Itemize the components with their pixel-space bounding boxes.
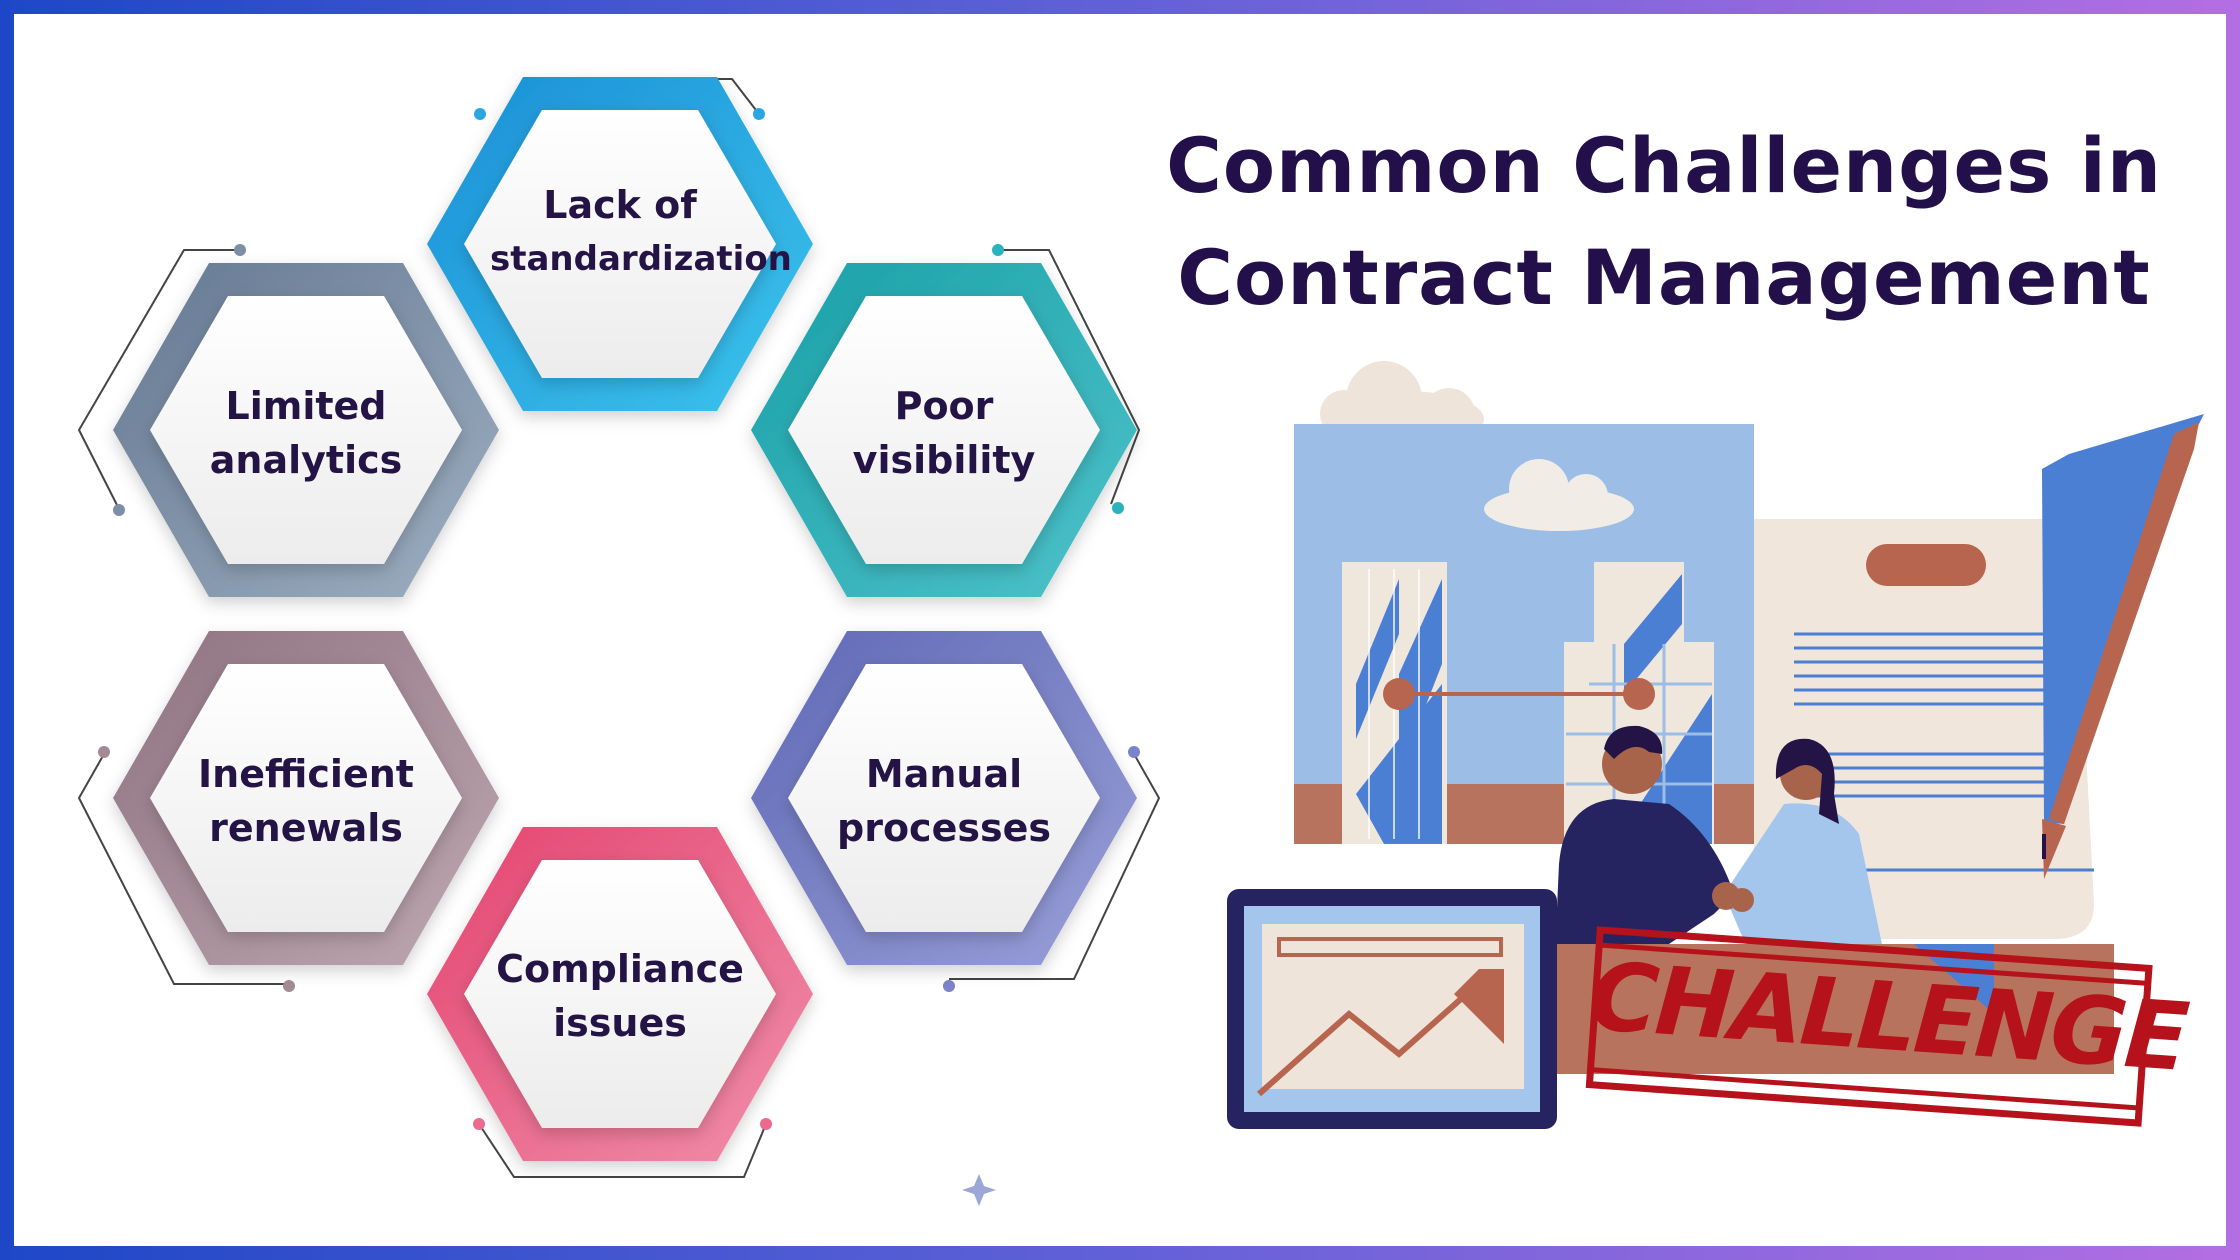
label-line: issues xyxy=(553,1001,687,1045)
label-line: Limited xyxy=(225,384,387,428)
hexagon-label-bottom: Compliance issues xyxy=(490,942,750,1050)
hexagon-label-upper-right: Poor visibility xyxy=(814,379,1074,487)
title-line-2: Contract Management xyxy=(1177,233,2151,322)
hexagon-label-upper-left: Limited analytics xyxy=(176,379,436,487)
label-line: analytics xyxy=(209,438,403,482)
label-line: standardization xyxy=(490,239,792,279)
pen-icon xyxy=(2042,414,2204,879)
desk xyxy=(1554,944,2114,1074)
page-title: Common Challenges in Contract Management xyxy=(1114,110,2214,334)
contract-illustration xyxy=(1227,361,2204,1129)
hexagon-top xyxy=(427,77,813,411)
hexagon-lower-left xyxy=(77,631,499,992)
hexagon-label-lower-left: Inefficient renewals xyxy=(176,747,436,855)
stamp-frame xyxy=(1585,926,2153,1127)
cloud-icon xyxy=(1484,459,1634,531)
hexagon-bottom xyxy=(427,827,813,1178)
label-line: Inefficient xyxy=(198,752,414,796)
building-left xyxy=(1342,562,1447,844)
title-line-1: Common Challenges in xyxy=(1166,121,2162,210)
label-line: processes xyxy=(837,806,1051,850)
hexagon-label-lower-right: Manual processes xyxy=(814,747,1074,855)
hexagon-cluster xyxy=(77,77,1161,1206)
label-line: Manual xyxy=(865,752,1023,796)
hexagon-upper-left xyxy=(77,244,499,597)
tablet-chart-icon xyxy=(1227,889,1557,1129)
label-line: visibility xyxy=(852,438,1036,482)
label-line: Compliance xyxy=(496,947,744,991)
hexagon-upper-right xyxy=(751,244,1141,597)
hexagon-label-top: Lack of standardization xyxy=(490,178,792,286)
sparkle-icon xyxy=(962,1174,996,1206)
label-line: Lack of xyxy=(543,183,697,227)
hexagon-lower-right xyxy=(751,631,1161,992)
infographic-canvas: Lack of standardization Poor visibility … xyxy=(14,14,2226,1246)
label-line: Poor xyxy=(894,384,994,428)
label-line: renewals xyxy=(209,806,403,850)
